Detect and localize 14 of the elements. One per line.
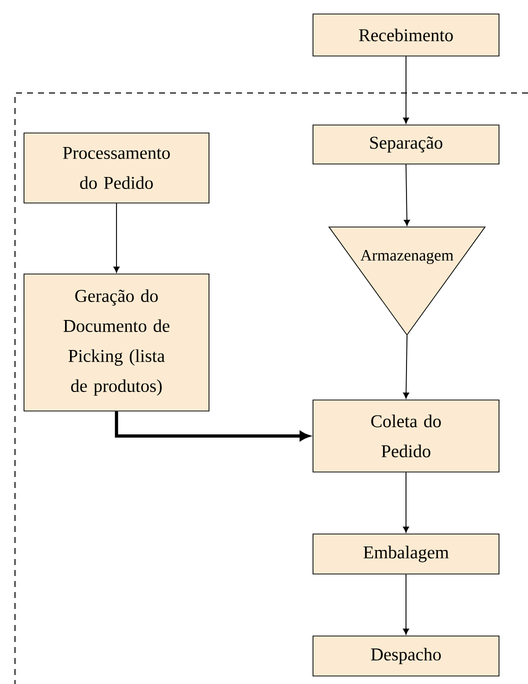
arrow — [114, 411, 310, 441]
arrow — [113, 202, 120, 273]
arrow — [402, 574, 410, 635]
process-box: Separação — [312, 124, 500, 164]
process-box: Processamento do Pedido — [24, 132, 210, 204]
arrow — [402, 56, 410, 124]
arrow — [404, 164, 410, 226]
process-box: Despacho — [312, 636, 500, 676]
process-box: Coleta do Pedido — [312, 400, 500, 472]
process-box: Embalagem — [312, 534, 500, 574]
process-box: Geração do Documento de Picking (lista de produtos) — [24, 274, 210, 412]
arrow — [402, 472, 410, 533]
process-box: Recebimento — [312, 14, 500, 56]
arrow — [403, 334, 410, 399]
